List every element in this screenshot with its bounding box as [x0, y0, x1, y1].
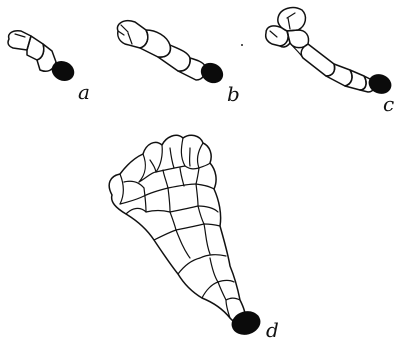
- stage-c-filament: [266, 8, 394, 97]
- stage-a-dark-cell: [49, 58, 77, 84]
- label-b: b: [227, 84, 240, 104]
- label-d: d: [266, 320, 279, 340]
- label-a: a: [78, 82, 90, 102]
- stage-d-body: [109, 135, 262, 337]
- speck: [241, 44, 243, 46]
- stage-b-filament: [117, 21, 226, 87]
- stage-a-filament: [8, 31, 77, 84]
- stage-d-dark-cell: [230, 309, 263, 337]
- label-c: c: [383, 94, 394, 114]
